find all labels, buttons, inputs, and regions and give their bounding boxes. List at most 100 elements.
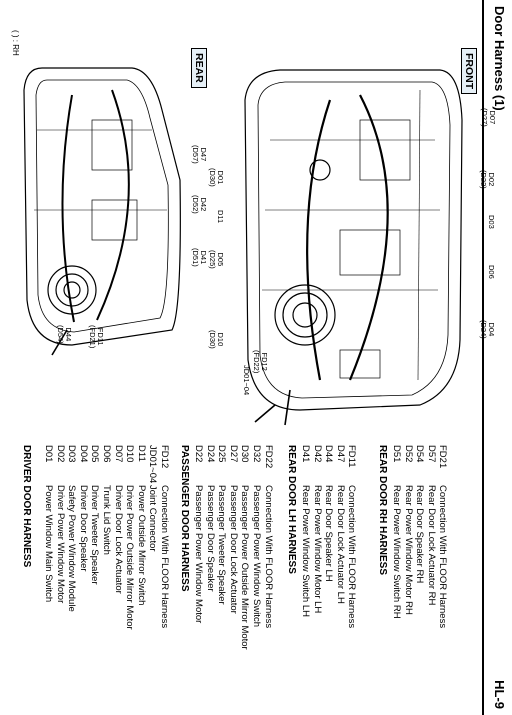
legend-row: D06Trunk Lid Switch xyxy=(101,445,112,555)
legend-row: D02Driver Power Window Motor xyxy=(55,445,66,603)
legend-code: D24 xyxy=(204,445,216,463)
legend-row: D11Power Outside Mirror Switch xyxy=(136,445,147,605)
legend-row: D52Rear Power Window Motor RH xyxy=(403,445,414,615)
legend-title: REAR DOOR LH HARNESS xyxy=(286,445,297,574)
legend-code: D27 xyxy=(227,445,239,463)
legend-code: JD01~04 xyxy=(147,445,159,484)
legend-code: D02 xyxy=(54,445,66,463)
callout-front-7: D11 xyxy=(216,210,225,224)
legend-row: D24Passenger Door Speaker xyxy=(205,445,216,592)
legend-row: D07Driver Door Lock Actuator xyxy=(113,445,124,594)
legend-code: FD22 xyxy=(262,445,274,469)
legend-row: D54Rear Door Speaker RH xyxy=(414,445,425,583)
legend-name: Connection With FLOOR Harness xyxy=(346,485,358,629)
legend-row: D01Power Window Main Switch xyxy=(43,445,54,602)
callout-rear-4: FD11(FD21) xyxy=(88,325,105,349)
legend-code: D41 xyxy=(300,445,311,463)
legend-row: JD01~04Joint Connector xyxy=(147,445,158,552)
legend-row: D10Driver Power Outside Mirror Motor xyxy=(124,445,135,630)
legend-code: D32 xyxy=(251,445,262,463)
legend-name: Rear Door Speaker LH xyxy=(323,485,335,582)
legend-name: Passenger Door Speaker xyxy=(204,485,216,592)
legend-row: D41Rear Power Window Switch LH xyxy=(300,445,311,617)
legend-code: D57 xyxy=(425,445,437,463)
legend-name: Rear Power Window Motor RH xyxy=(402,485,414,615)
legend-name: Driver Door Lock Actuator xyxy=(112,485,124,594)
legend-name: Joint Connector xyxy=(147,485,159,552)
legend-code: D44 xyxy=(323,445,335,463)
legend-code: D07 xyxy=(112,445,124,463)
callout-front-6: D01(D30) xyxy=(208,168,225,187)
legend-name: Passenger Power Window Motor xyxy=(193,485,204,624)
legend-row: D27Passenger Door Lock Actuator xyxy=(228,445,239,614)
callout-front-5: D04(D24) xyxy=(479,320,496,339)
legend-row: D42Rear Power Window Motor LH xyxy=(312,445,323,613)
legend-row: D44Rear Door Speaker LH xyxy=(323,445,334,582)
callout-front-8: D05(D25) xyxy=(208,250,225,269)
legend-code: D52 xyxy=(402,445,414,463)
legend-row: D04Driver Door Speaker xyxy=(78,445,89,572)
legend-row: D03Safety Power Window Module xyxy=(66,445,77,612)
callout-front-9: D10(D30) xyxy=(208,330,225,349)
legend-name: Driver Power Window Motor xyxy=(54,485,66,604)
legend-name: Connection With FLOOR Harness xyxy=(437,485,449,629)
legend-name: Rear Power Window Motor LH xyxy=(311,485,323,614)
legend-name: Passenger Power Outside Mirror Motor xyxy=(239,485,251,650)
legend-title: REAR DOOR RH HARNESS xyxy=(377,445,388,576)
legend-row: FD12Connection With FLOOR Harness xyxy=(159,445,170,628)
legend-code: FD11 xyxy=(346,445,358,468)
callout-front-10: JD01~04 xyxy=(242,365,251,396)
legend-row: FD11Connection With FLOOR Harness xyxy=(346,445,357,628)
front-door-drawing xyxy=(244,69,463,426)
legend-row: FD21Connection With FLOOR Harness xyxy=(437,445,448,628)
legend-code: D30 xyxy=(239,445,251,463)
callout-rear-2: D42(D52) xyxy=(191,195,208,214)
legend-code: D11 xyxy=(135,445,147,462)
legend-row: D32Passenger Power Window Switch xyxy=(251,445,262,627)
page-title: Door Harness (1) xyxy=(492,6,507,111)
legend-code: D22 xyxy=(193,445,204,463)
legend-code: FD12 xyxy=(159,445,170,469)
callout-rear-1: D47(D57) xyxy=(191,145,208,164)
legend-row: FD22Connection With FLOOR Harness xyxy=(263,445,274,628)
legend-name: Passenger Tweeter Speaker xyxy=(216,485,228,605)
legend-code: D05 xyxy=(89,445,101,463)
legend-code: D04 xyxy=(77,445,89,463)
callout-rear-5: D44(D54) xyxy=(56,325,73,344)
legend-code: D51 xyxy=(391,445,402,463)
legend-name: Connection With FLOOR Harness xyxy=(159,485,170,629)
callout-front-4: D06 xyxy=(487,265,496,279)
legend-code: D25 xyxy=(216,445,228,463)
legend-name: Rear Door Lock Actuator LH xyxy=(334,485,346,604)
legend-name: Power Window Main Switch xyxy=(43,485,54,603)
callout-front-2: D02(D22) xyxy=(479,170,496,189)
legend-code: D54 xyxy=(414,445,426,463)
legend-row: D57Rear Door Lock Actuator RH xyxy=(426,445,437,605)
legend-name: Rear Power Window Switch RH xyxy=(391,485,402,619)
legend-row: D05Driver Tweeter Speaker xyxy=(89,445,100,585)
legend-name: Rear Door Speaker RH xyxy=(414,485,426,584)
rh-note: ( ) : RH xyxy=(11,30,20,56)
legend-title: DRIVER DOOR HARNESS xyxy=(21,445,32,568)
legend-code: D06 xyxy=(101,445,112,463)
callout-front-1: D07(D27) xyxy=(480,108,497,127)
legend-name: Driver Tweeter Speaker xyxy=(89,485,101,585)
legend-title: PASSENGER DOOR HARNESS xyxy=(179,445,190,592)
legend-row: D22Passenger Power Window Motor xyxy=(193,445,204,623)
legend-name: Trunk Lid Switch xyxy=(101,485,112,555)
legend-row: D25Passenger Tweeter Speaker xyxy=(216,445,227,605)
legend-name: Rear Power Window Switch LH xyxy=(300,485,311,617)
legend-name: Rear Door Lock Actuator RH xyxy=(425,485,437,606)
legend-name: Passenger Door Lock Actuator xyxy=(227,485,239,614)
legend-name: Safety Power Window Module xyxy=(66,485,78,612)
legend-code: D01 xyxy=(43,445,54,463)
callout-front-11: FD12(FD22) xyxy=(252,350,269,374)
legend-row: D30Passenger Power Outside Mirror Motor xyxy=(239,445,250,650)
legend-code: FD21 xyxy=(437,445,449,469)
legend-code: D42 xyxy=(311,445,323,463)
legend-name: Driver Door Speaker xyxy=(77,485,89,572)
callout-front-3: D03 xyxy=(487,215,496,229)
legend-code: D10 xyxy=(124,445,136,463)
callout-rear-3: D41(D51) xyxy=(191,248,208,267)
